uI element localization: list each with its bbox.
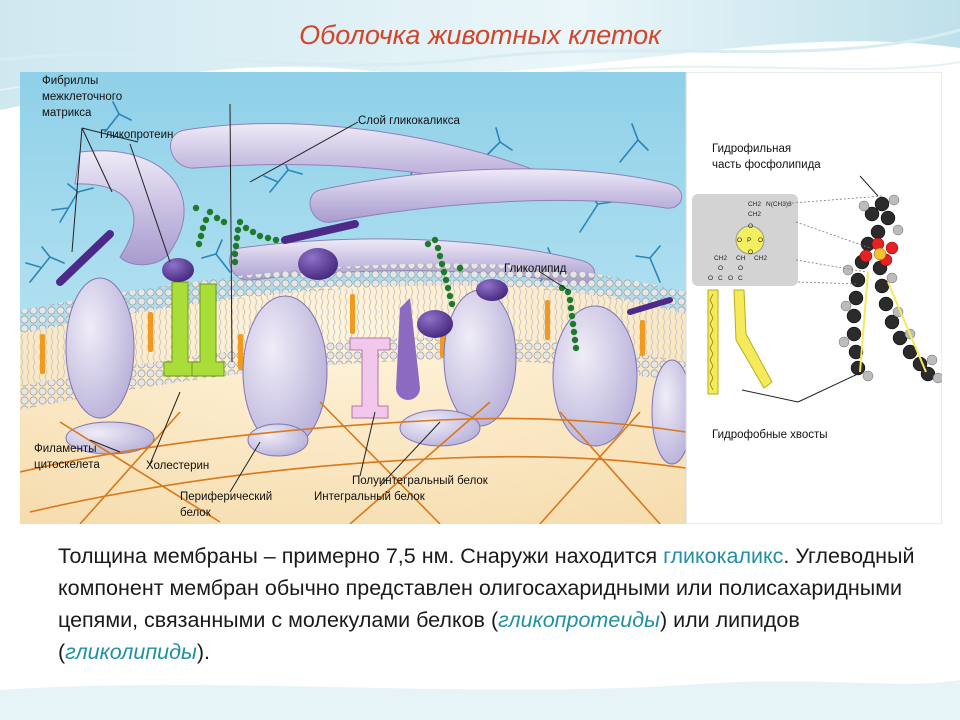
- caption-term-glycoproteids: гликопротеиды: [498, 608, 660, 632]
- label-integral-protein: Интегральный белок: [314, 491, 426, 503]
- formula-o-dr: O: [728, 275, 733, 282]
- caption-text-1: Толщина мембраны – примерно 7,5 нм. Снар…: [58, 544, 664, 568]
- label-cholesterol: Холестерин: [146, 460, 209, 472]
- matrix-fibrils: [74, 123, 682, 285]
- formula-ch2-right: CH2: [754, 255, 767, 262]
- hydrophobic-tail-right: [733, 289, 773, 389]
- label-fibrils-line2: межклеточного: [42, 91, 122, 103]
- slide-title: Оболочка животных клеток: [299, 20, 661, 50]
- caption-text-2: . Углеводный компонент мембран обычно пр…: [58, 544, 915, 632]
- formula-ch2-second: CH2: [748, 211, 761, 218]
- label-peripheral-line1: Периферический: [180, 491, 272, 503]
- caption-term-glycolipids: гликолипиды: [65, 640, 197, 664]
- formula-o-l: O: [718, 265, 723, 272]
- formula-o-bottom: O: [748, 249, 753, 256]
- label-polyintegral-protein: Полуинтегральный белок: [352, 475, 489, 487]
- cytoskeleton-filaments: [20, 401, 687, 524]
- phosphate-circle: [735, 225, 765, 255]
- formula-c-r: C: [738, 275, 743, 282]
- caption-text-3: ) или липидов (: [58, 608, 800, 664]
- membrane-figure: Фибриллы межклеточного матрикса Гликопро…: [20, 72, 942, 524]
- formula-o-left: O: [737, 237, 742, 244]
- space-filling-model: [838, 194, 942, 384]
- label-fibrils-line1: Фибриллы: [42, 75, 98, 87]
- formula-nch3: N(CH3)3: [766, 201, 792, 208]
- channel-protein: [163, 281, 225, 377]
- half-integral-protein: [349, 337, 391, 419]
- formula-ch2-top: CH2: [748, 201, 761, 208]
- caption-text-4: ).: [196, 640, 210, 664]
- label-filaments-line2: цитоскелета: [34, 459, 100, 471]
- formula-ch2-left: CH2: [714, 255, 727, 262]
- label-fibrils-line3: матрикса: [42, 107, 92, 119]
- label-glycoprotein: Гликопротеин: [100, 129, 173, 141]
- label-glycolipid: Гликолипид: [504, 263, 567, 275]
- formula-o-right: O: [758, 237, 763, 244]
- label-hydrophilic-line2: часть фосфолипида: [712, 159, 821, 171]
- caption-paragraph: Толщина мембраны – примерно 7,5 нм. Снар…: [58, 540, 918, 668]
- formula-o-dl: O: [708, 275, 713, 282]
- label-hydrophilic-line1: Гидрофильная: [712, 143, 791, 155]
- caption-term-glycocalyx: гликокаликс: [663, 544, 784, 568]
- label-glycocalyx-layer: Слой гликокаликса: [358, 115, 461, 127]
- formula-o-r: O: [738, 265, 743, 272]
- phospholipid-inset: Гидрофильная часть фосфолипида CH2 N(CH3…: [685, 72, 942, 524]
- formula-p: P: [747, 237, 751, 244]
- formula-ch: CH: [736, 255, 746, 262]
- label-peripheral-line2: белок: [180, 507, 212, 519]
- formula-o-top: O: [748, 223, 753, 230]
- formula-c-l: C: [718, 275, 723, 282]
- cholesterol-molecules: [40, 294, 645, 374]
- membrane-illustration: Фибриллы межклеточного матрикса Гликопро…: [20, 72, 693, 524]
- leader-lines: [71, 103, 569, 493]
- oligosaccharide-chains: [192, 204, 580, 352]
- label-hydrophobic-tails: Гидрофобные хвосты: [712, 429, 828, 441]
- integral-proteins: [65, 277, 693, 465]
- label-filaments-line1: Филаменты: [34, 443, 96, 455]
